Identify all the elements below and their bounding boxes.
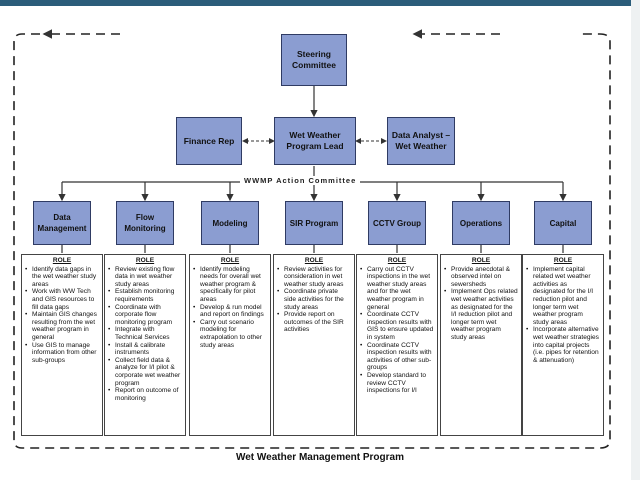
role-item: Implement Ops related wet weather activi… xyxy=(444,288,518,341)
role-list: Review activities for consideration in w… xyxy=(277,266,351,334)
role-title: ROLE xyxy=(553,257,573,264)
role-box-4: ROLE Carry out CCTV inspections in the we… xyxy=(356,254,438,436)
role-item: Carry out scenario modeling for extrapol… xyxy=(193,319,267,349)
role-list: Identify modeling needs for overall wet … xyxy=(193,266,267,350)
role-list: Identify data gaps in the wet weather st… xyxy=(25,266,99,365)
finance-rep-box: Finance Rep xyxy=(176,117,242,165)
role-box-6: ROLE Implement capital related wet weathe… xyxy=(522,254,604,436)
slide-top-bar xyxy=(0,0,640,6)
role-item: Work with WW Tech and GIS resources to f… xyxy=(25,288,99,311)
role-list: Carry out CCTV inspections in the wet we… xyxy=(360,266,434,395)
role-item: Identify modeling needs for overall wet … xyxy=(193,266,267,304)
group-box-0: Data Management xyxy=(33,201,91,245)
role-box-1: ROLE Review existing flow data in wet wea… xyxy=(104,254,186,436)
role-item: Coordinate with corporate flow monitorin… xyxy=(108,304,182,327)
role-item: Develop standard to review CCTV inspecti… xyxy=(360,372,434,395)
role-item: Review activities for consideration in w… xyxy=(277,266,351,289)
steering-committee-box: Steering Committee xyxy=(281,34,347,86)
role-box-3: ROLE Review activities for consideration … xyxy=(273,254,355,436)
role-item: Maintain GIS changes resulting from the … xyxy=(25,311,99,341)
group-box-1: Flow Monitoring xyxy=(116,201,174,245)
role-item: Carry out CCTV inspections in the wet we… xyxy=(360,266,434,312)
role-item: Review existing flow data in wet weather… xyxy=(108,266,182,289)
group-box-5: Operations xyxy=(452,201,510,245)
role-list: Implement capital related wet weather ac… xyxy=(526,266,600,365)
role-title: ROLE xyxy=(135,257,155,264)
group-box-2: Modeling xyxy=(201,201,259,245)
role-item: Develop & run model and report on findin… xyxy=(193,304,267,319)
role-item: Establish monitoring requirements xyxy=(108,288,182,303)
role-item: Use GIS to manage information from other… xyxy=(25,342,99,365)
role-item: Identify data gaps in the wet weather st… xyxy=(25,266,99,289)
role-box-2: ROLE Identify modeling needs for overall … xyxy=(189,254,271,436)
role-item: Collect field data & analyze for I/I pil… xyxy=(108,357,182,387)
slide-right-edge xyxy=(631,0,640,480)
data-analyst-box: Data Analyst – Wet Weather xyxy=(387,117,455,165)
role-title: ROLE xyxy=(220,257,240,264)
group-box-3: SIR Program xyxy=(285,201,343,245)
role-item: Coordinate CCTV inspection results with … xyxy=(360,311,434,341)
role-item: Coordinate private side activities for t… xyxy=(277,288,351,311)
role-title: ROLE xyxy=(387,257,407,264)
program-lead-box: Wet Weather Program Lead xyxy=(274,117,356,165)
group-box-6: Capital xyxy=(534,201,592,245)
role-item: Integrate with Technical Services xyxy=(108,326,182,341)
role-title: ROLE xyxy=(471,257,491,264)
role-title: ROLE xyxy=(304,257,324,264)
footer-title: Wet Weather Management Program xyxy=(235,452,404,463)
role-title: ROLE xyxy=(52,257,72,264)
role-item: Provide anecdotal & observed intel on se… xyxy=(444,266,518,289)
action-committee-label: WWMP Action Committee xyxy=(240,176,361,185)
role-box-0: ROLE Identify data gaps in the wet weathe… xyxy=(21,254,103,436)
group-box-4: CCTV Group xyxy=(368,201,426,245)
role-list: Review existing flow data in wet weather… xyxy=(108,266,182,403)
role-item: Coordinate CCTV inspection results with … xyxy=(360,342,434,372)
role-item: Report on outcome of monitoring xyxy=(108,387,182,402)
role-item: Provide report on outcomes of the SIR ac… xyxy=(277,311,351,334)
role-box-5: ROLE Provide anecdotal & observed intel o… xyxy=(440,254,522,436)
role-item: Install & calibrate instruments xyxy=(108,342,182,357)
role-item: Implement capital related wet weather ac… xyxy=(526,266,600,327)
role-list: Provide anecdotal & observed intel on se… xyxy=(444,266,518,342)
role-item: Incorporate alternative wet weather stra… xyxy=(526,326,600,364)
